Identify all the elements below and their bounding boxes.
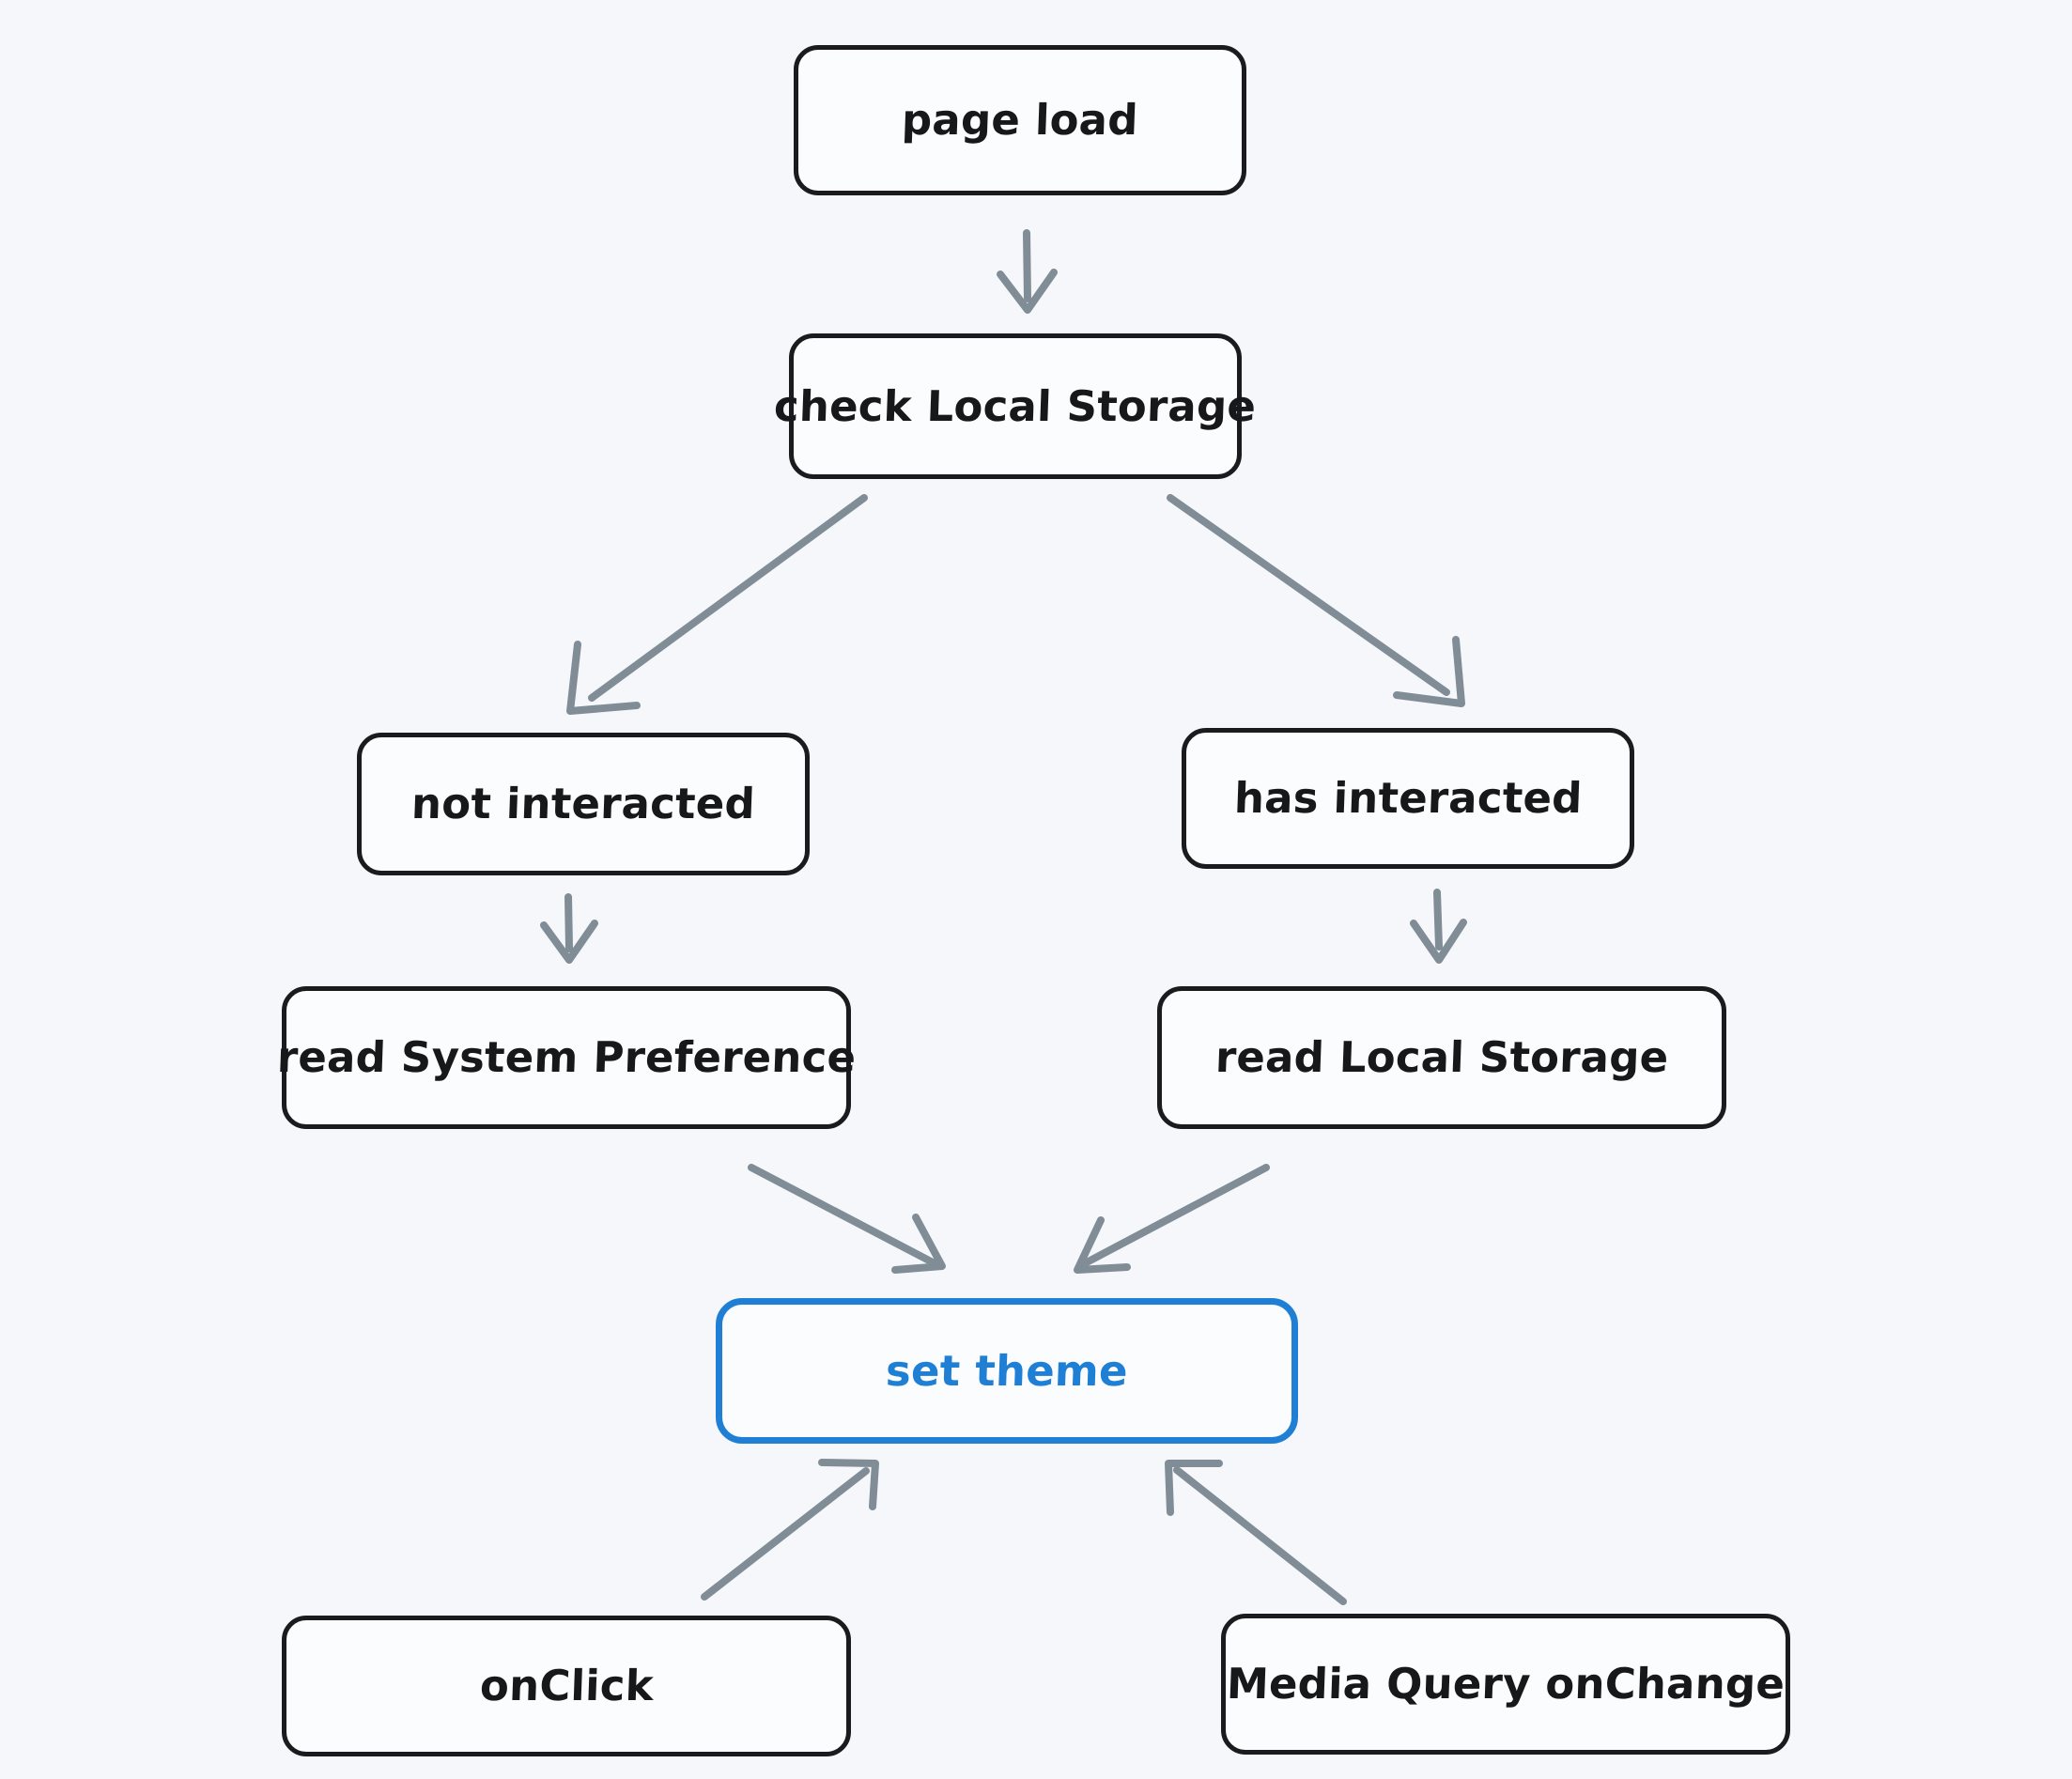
node-onclick[interactable]: onClick: [282, 1616, 851, 1756]
edge-read-system-preference-to-set-theme: [748, 1164, 946, 1274]
node-page-load[interactable]: page load: [794, 45, 1246, 195]
node-check-local-storage-label: check Local Storage: [773, 380, 1258, 431]
edge-page-load-to-check-local-storage: [997, 229, 1058, 314]
node-read-local-storage-label: read Local Storage: [1214, 1032, 1670, 1083]
node-read-local-storage[interactable]: read Local Storage: [1157, 986, 1726, 1129]
node-has-interacted-label: has interacted: [1232, 773, 1584, 824]
edge-not-interacted-to-read-system-preference: [540, 893, 598, 964]
edge-media-query-onchange-to-set-theme: [1165, 1460, 1347, 1605]
node-onclick-label: onClick: [478, 1661, 655, 1711]
node-set-theme[interactable]: set theme: [716, 1298, 1298, 1444]
edge-onclick-to-set-theme: [701, 1459, 879, 1601]
node-media-query-onchange[interactable]: Media Query onChange: [1221, 1614, 1790, 1755]
edge-read-local-storage-to-set-theme: [1074, 1164, 1270, 1274]
node-read-system-preference-label: read System Preference: [275, 1032, 858, 1083]
node-set-theme-label: set theme: [885, 1345, 1129, 1396]
node-not-interacted[interactable]: not interacted: [357, 733, 810, 875]
node-check-local-storage[interactable]: check Local Storage: [774, 333, 1258, 479]
node-read-system-preference[interactable]: read System Preference: [276, 986, 857, 1129]
edge-check-local-storage-to-not-interacted: [566, 494, 868, 715]
edge-has-interacted-to-read-local-storage: [1410, 889, 1467, 964]
node-not-interacted-label: not interacted: [410, 779, 756, 829]
node-has-interacted[interactable]: has interacted: [1182, 728, 1634, 869]
edge-check-local-storage-to-has-interacted: [1167, 494, 1465, 707]
node-media-query-onchange-label: Media Query onChange: [1226, 1659, 1786, 1709]
node-page-load-label: page load: [901, 95, 1139, 146]
